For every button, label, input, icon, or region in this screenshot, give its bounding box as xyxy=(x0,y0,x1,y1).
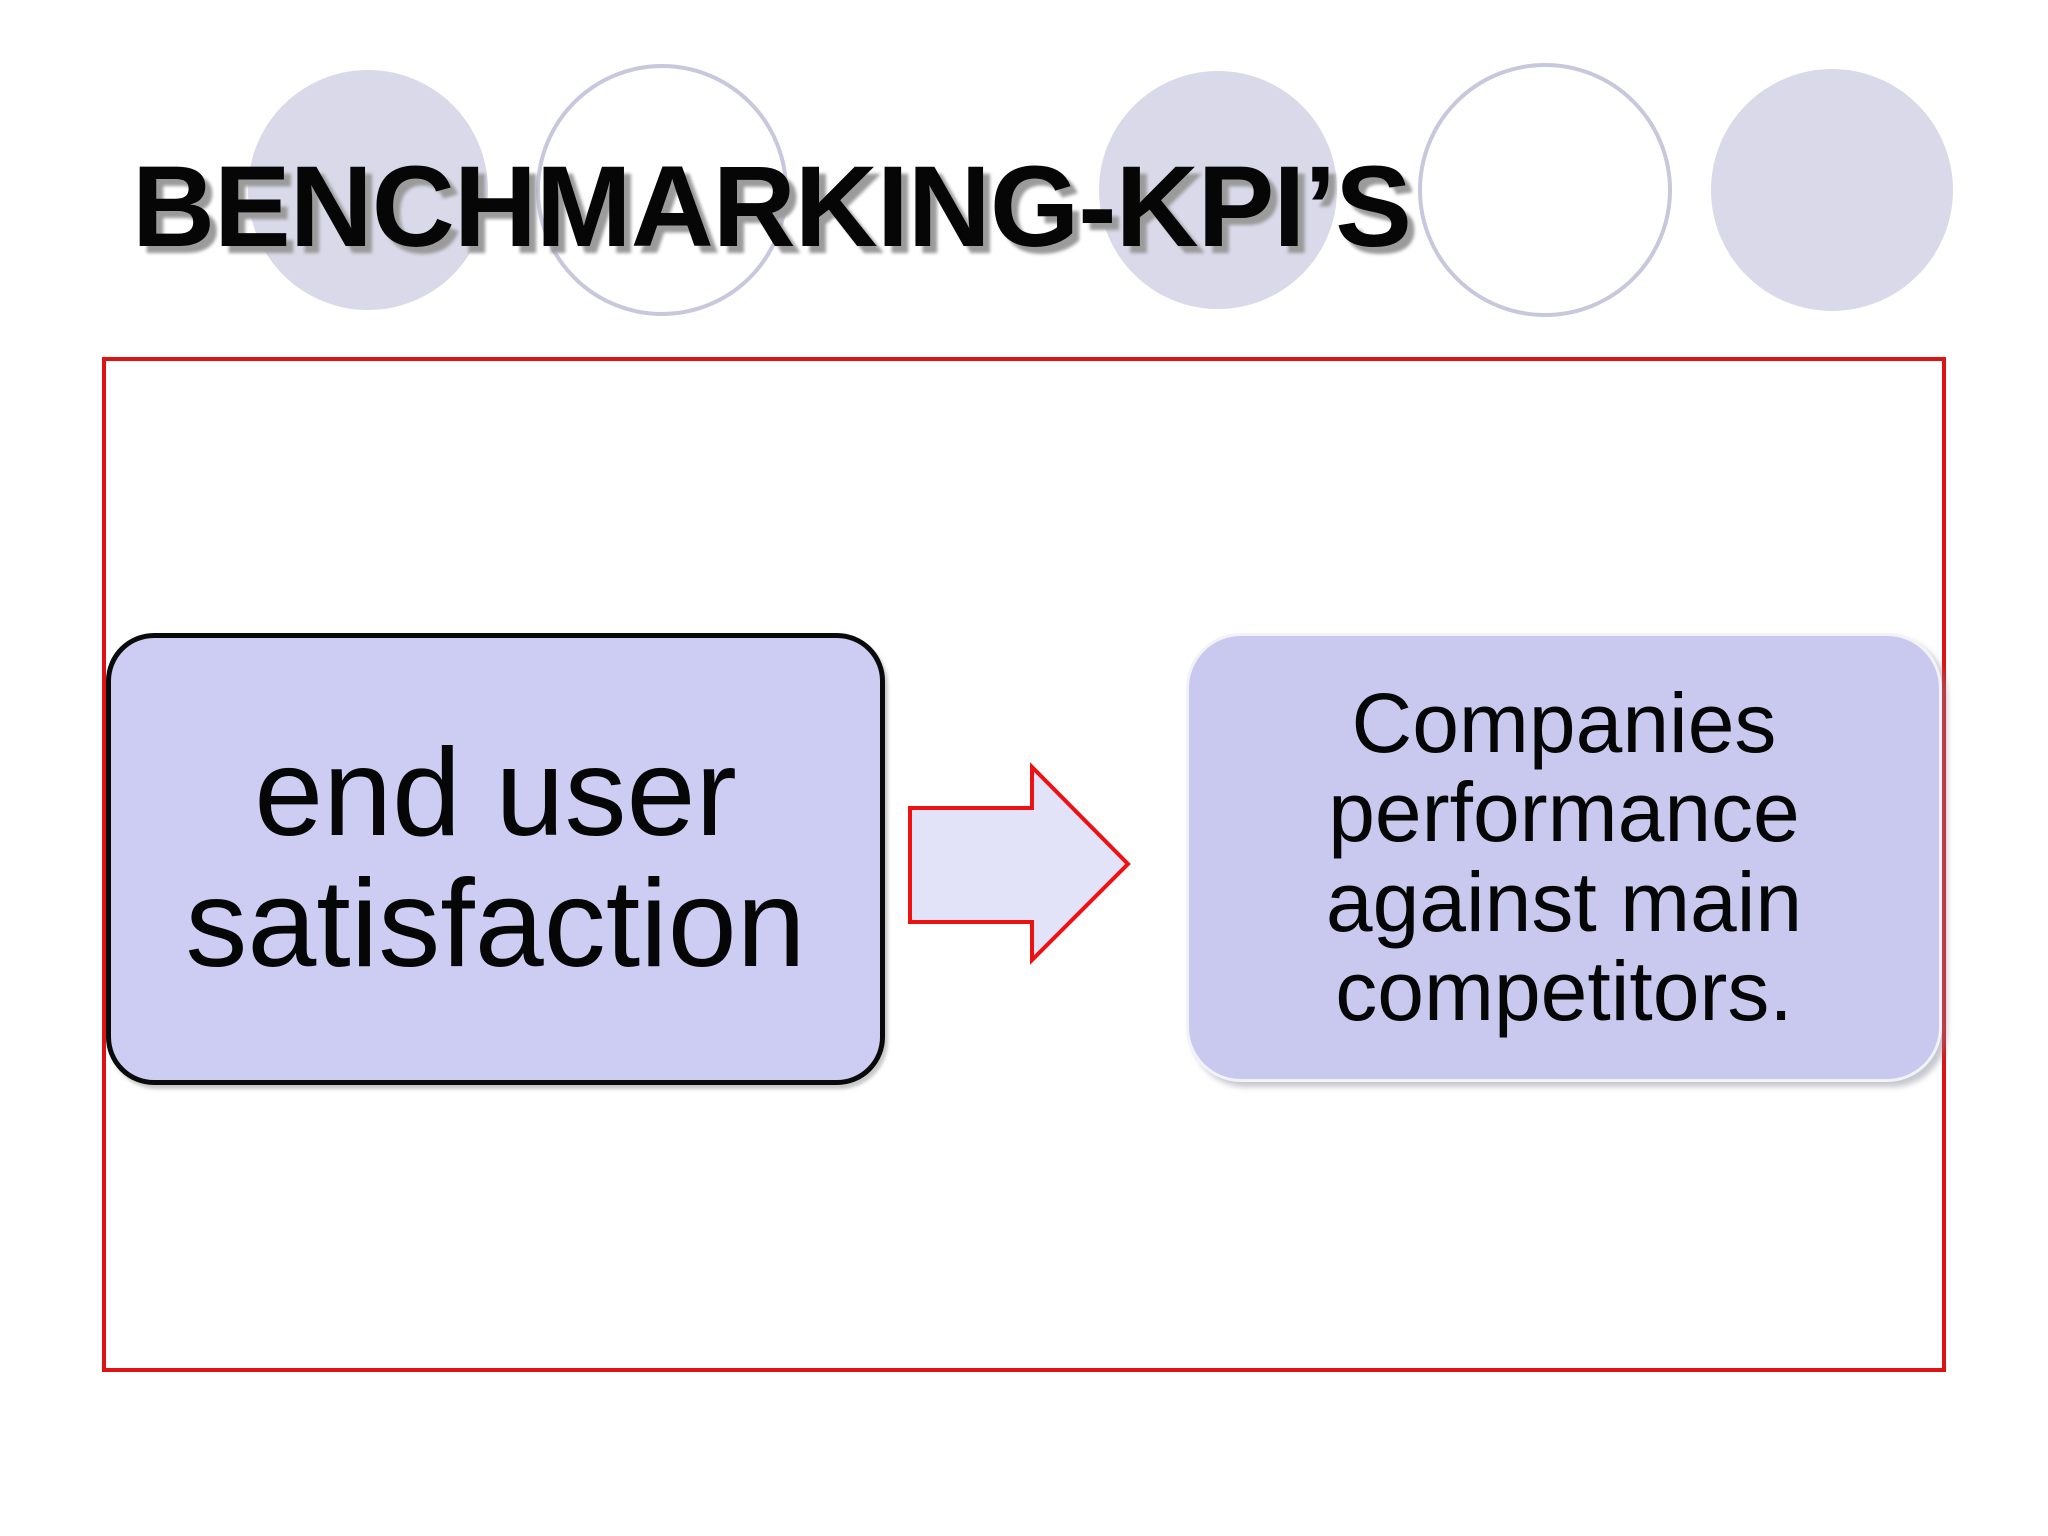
decorative-circle xyxy=(1418,63,1672,317)
box-text-line: Companies xyxy=(1351,676,1777,771)
decorative-circle xyxy=(1099,71,1337,309)
page-title: BENCHMARKING-KPI’S xyxy=(132,143,1412,271)
decorative-circle xyxy=(536,64,788,316)
box-text-line: competitors. xyxy=(1335,943,1793,1038)
box-text-line: end user xyxy=(254,723,737,862)
content-frame xyxy=(102,357,1946,1372)
box-text-line: performance xyxy=(1328,765,1800,860)
box-text-line: satisfaction xyxy=(185,855,806,993)
box-text-line: against main xyxy=(1325,854,1803,949)
decorative-circle xyxy=(248,70,488,310)
companies-performance-box: Companies performance against main compe… xyxy=(1186,633,1942,1082)
right-arrow-icon xyxy=(908,762,1131,965)
decorative-circle xyxy=(1711,69,1953,311)
end-user-satisfaction-box: end user satisfaction xyxy=(106,633,885,1085)
